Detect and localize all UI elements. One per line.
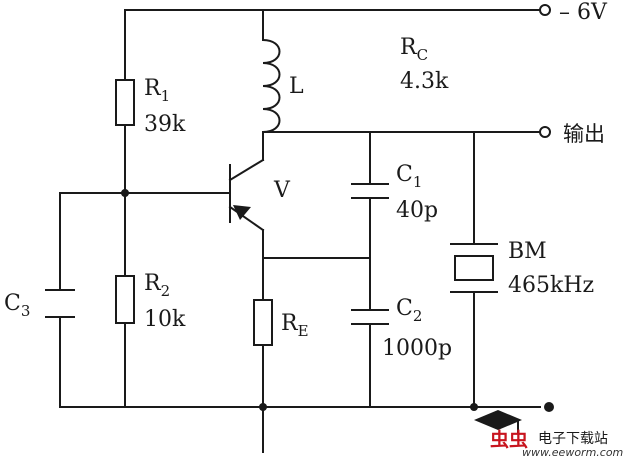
l-inductor [261, 38, 281, 134]
watermark-logo: 虫虫 [490, 428, 528, 451]
junction-dot [259, 403, 267, 411]
output-terminal [539, 126, 551, 138]
emitter-branch [253, 229, 371, 453]
capacitor-column [351, 131, 389, 408]
v-label: V [273, 178, 291, 203]
collector-branch [261, 9, 551, 161]
v-transistor [228, 158, 265, 232]
ground-rail [59, 402, 554, 412]
supply-terminal [539, 4, 551, 16]
watermark: 虫虫 电子下载站 www.eeworm.com [474, 410, 623, 458]
re-label: RE [281, 311, 309, 340]
junction-dot [470, 403, 478, 411]
c3-capacitor [45, 289, 75, 318]
supply-rail [124, 4, 551, 16]
rc-label: RC [400, 35, 428, 64]
r1-label: R1 [144, 76, 170, 105]
bm-value: 465kHz [508, 273, 594, 298]
graduation-cap-icon [474, 410, 522, 430]
r2-value: 10k [144, 307, 186, 332]
l-label: L [289, 74, 304, 99]
bm-filter [450, 131, 498, 408]
c2-value: 1000p [382, 336, 452, 361]
junction-dot [121, 189, 129, 197]
left-bus [59, 9, 231, 408]
r2-label: R2 [144, 271, 170, 300]
r2-resistor [115, 275, 135, 324]
r1-resistor [115, 79, 135, 126]
c2-label: C2 [396, 296, 422, 325]
bm-label: BM [508, 239, 547, 264]
watermark-text: 电子下载站 [538, 431, 608, 447]
c3-label: C3 [4, 291, 30, 320]
watermark-url: www.eeworm.com [522, 446, 623, 458]
r1-value: 39k [144, 112, 186, 137]
supply-label: – 6V [559, 0, 608, 25]
c1-label: C1 [396, 162, 422, 191]
rc-value: 4.3k [400, 69, 449, 94]
ground-terminal [544, 402, 554, 412]
emitter-arrow-icon [233, 205, 251, 220]
output-label: 输出 [563, 122, 605, 146]
re-resistor [253, 299, 273, 346]
c1-value: 40p [396, 198, 438, 223]
